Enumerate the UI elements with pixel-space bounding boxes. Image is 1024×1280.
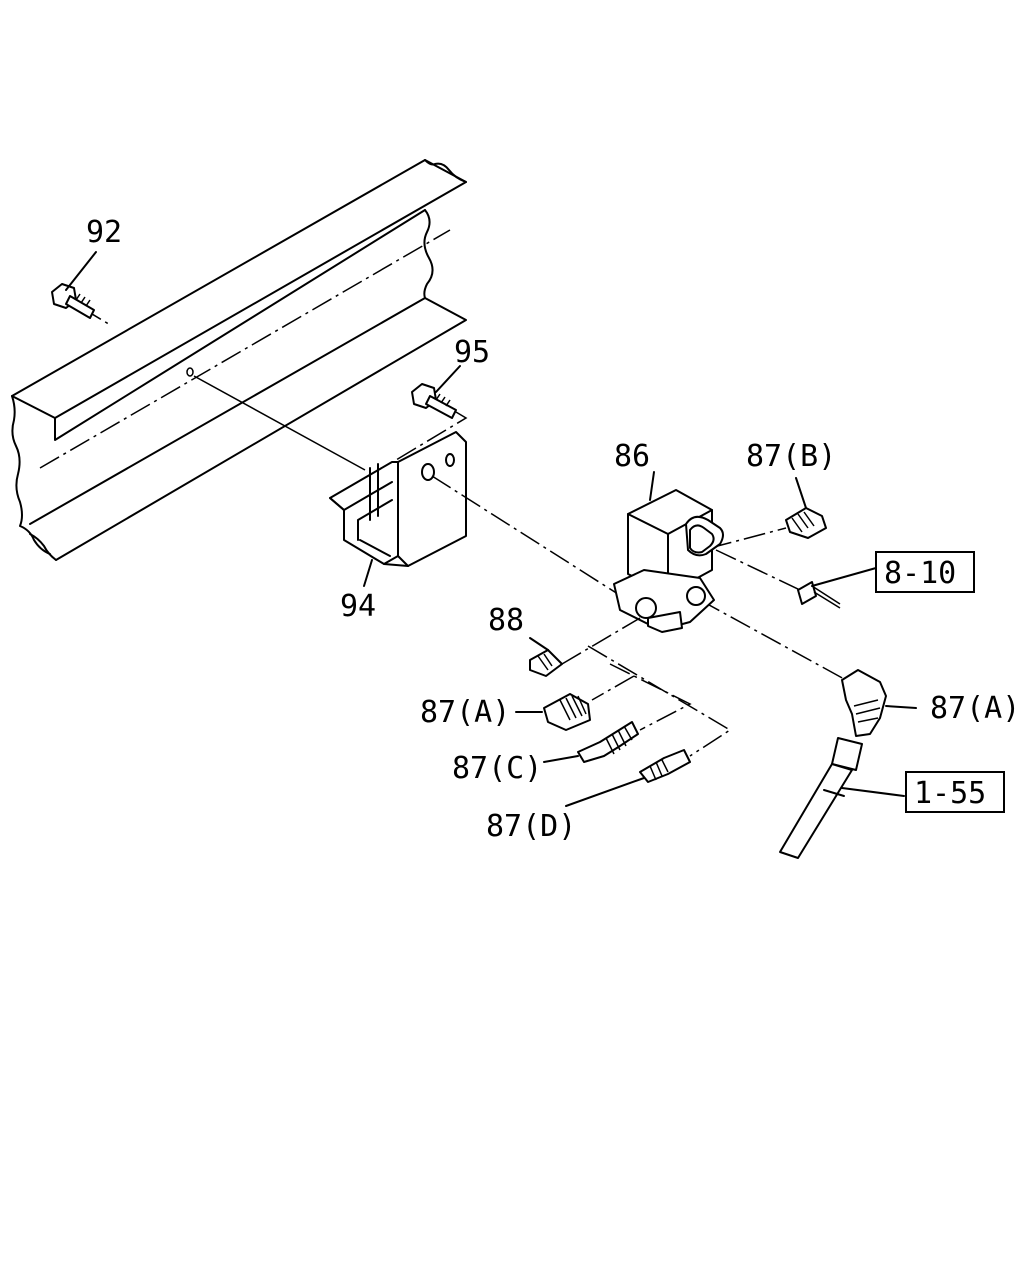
pipe-1-55 (779, 737, 905, 859)
callout-87b: 87(B) (746, 439, 836, 474)
callout-92: 92 (86, 215, 122, 250)
reference-8-10: 8-10 (884, 556, 956, 591)
reference-box-1-55[interactable]: 1-55 (905, 771, 1005, 813)
fitting-87c (543, 721, 639, 763)
callout-87c: 87(C) (452, 751, 542, 786)
bolt-92 (51, 251, 113, 327)
fitting-87b (785, 477, 827, 539)
callout-94: 94 (340, 589, 376, 624)
callout-95: 95 (454, 335, 490, 370)
reference-box-8-10[interactable]: 8-10 (875, 551, 975, 593)
valve-86 (613, 471, 724, 633)
bracket-94 (329, 431, 467, 587)
callout-87a-left: 87(A) (420, 695, 510, 730)
fitting-87d (565, 749, 691, 807)
reference-1-55: 1-55 (914, 776, 986, 811)
callout-87d: 87(D) (486, 809, 576, 844)
elbow-87a-right (841, 669, 917, 737)
callout-87a-right: 87(A) (930, 691, 1020, 726)
connector-8-10 (797, 567, 877, 609)
bolt-95 (395, 365, 468, 461)
plug-88 (529, 637, 563, 677)
fitting-87a-left (515, 693, 591, 731)
callout-86: 86 (614, 439, 650, 474)
callout-88: 88 (488, 603, 524, 638)
frame-rail (11, 159, 467, 561)
